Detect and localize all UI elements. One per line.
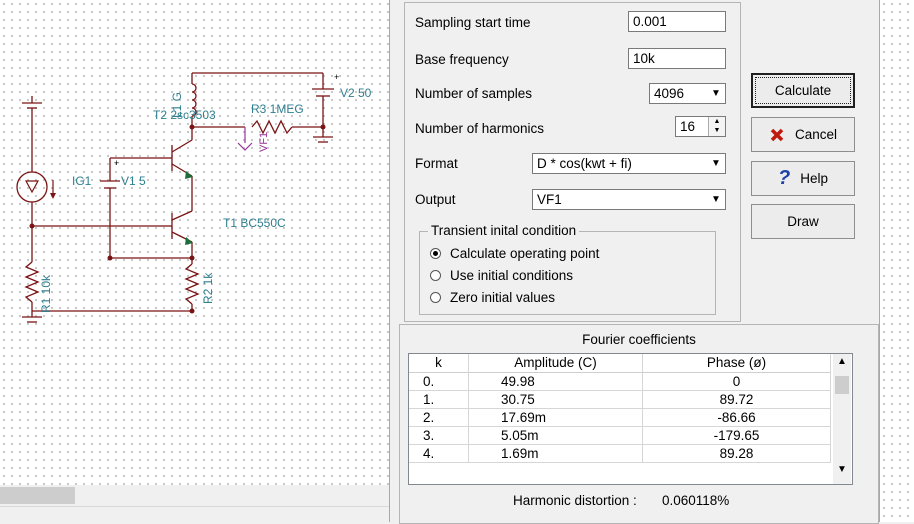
table-vertical-scrollbar[interactable]: ▲ ▼ (833, 354, 851, 484)
output-label: Output (415, 192, 456, 207)
cell-phase: -86.66 (643, 409, 831, 427)
spinner-arrows-icon[interactable]: ▲▼ (708, 117, 725, 136)
chevron-down-icon[interactable]: ▼ (837, 464, 847, 475)
parameters-panel: Sampling start time 0.001 Base frequency… (404, 2, 741, 322)
base-frequency-input[interactable]: 10k (628, 48, 726, 69)
r3-label: R3 1MEG (251, 102, 304, 116)
radio-unchecked-icon[interactable] (430, 292, 441, 303)
fourier-dialog: Sampling start time 0.001 Base frequency… (389, 0, 880, 524)
cell-amplitude: 1.69m (469, 445, 643, 463)
number-of-harmonics-value: 16 (680, 119, 696, 134)
output-value: VF1 (537, 192, 562, 207)
cell-k: 3. (409, 427, 469, 445)
cell-k: 2. (409, 409, 469, 427)
radio-label: Calculate operating point (450, 246, 600, 261)
t1-label: T1 BC550C (223, 216, 286, 230)
vf1-label: VF1 (258, 132, 270, 152)
column-header-phase[interactable]: Phase (ø) (643, 354, 831, 373)
radio-unchecked-icon[interactable] (430, 270, 441, 281)
sampling-start-time-label: Sampling start time (415, 15, 531, 30)
table-row[interactable]: 3. 5.05m -179.65 (409, 427, 831, 445)
radio-checked-icon[interactable] (430, 248, 441, 259)
cell-k: 0. (409, 373, 469, 391)
cell-amplitude: 49.98 (469, 373, 643, 391)
help-label: Help (800, 171, 828, 186)
table-body: 0. 49.98 0 1. 30.75 89.72 2. 17.69m -86.… (409, 373, 831, 463)
svg-text:+: + (114, 158, 119, 168)
number-of-harmonics-label: Number of harmonics (415, 121, 545, 136)
chevron-down-icon[interactable]: ▼ (707, 154, 725, 173)
draw-button[interactable]: Draw (751, 204, 855, 239)
harmonic-distortion-value: 0.060118% (662, 493, 730, 508)
chevron-down-icon[interactable]: ▼ (707, 84, 725, 103)
t2-label: T2 2sc3503 (153, 108, 216, 122)
column-header-amplitude[interactable]: Amplitude (C) (469, 354, 643, 373)
radio-label: Use initial conditions (450, 268, 574, 283)
cell-amplitude: 30.75 (469, 391, 643, 409)
radio-zero-initial-values[interactable]: Zero initial values (430, 290, 555, 305)
cell-phase: -179.65 (643, 427, 831, 445)
transient-condition-title: Transient inital condition (428, 223, 580, 238)
status-strip (0, 506, 390, 523)
table-header: k Amplitude (C) Phase (ø) (409, 354, 831, 373)
base-frequency-label: Base frequency (415, 52, 509, 67)
chevron-up-icon[interactable]: ▲ (837, 356, 847, 367)
r1-label: R1 10k (39, 274, 53, 313)
radio-calculate-operating-point[interactable]: Calculate operating point (430, 246, 599, 261)
ig1-label: IG1 (72, 174, 92, 188)
number-of-samples-label: Number of samples (415, 86, 533, 101)
number-of-samples-select[interactable]: 4096 ▼ (649, 83, 726, 104)
chevron-down-icon[interactable]: ▼ (707, 190, 725, 209)
cancel-x-icon (769, 127, 785, 143)
calculate-label: Calculate (774, 83, 832, 98)
radio-label: Zero initial values (450, 290, 556, 305)
horizontal-scrollbar[interactable] (0, 485, 390, 506)
v2-label: V2 50 (340, 86, 372, 100)
transient-condition-group: Transient inital condition Calculate ope… (419, 223, 716, 315)
cell-k: 1. (409, 391, 469, 409)
format-select[interactable]: D * cos(kwt + fi) ▼ (532, 153, 726, 174)
cell-amplitude: 17.69m (469, 409, 643, 427)
format-label: Format (415, 156, 458, 171)
help-question-icon: ? (778, 167, 791, 189)
format-value: D * cos(kwt + fi) (537, 156, 632, 171)
cell-k: 4. (409, 445, 469, 463)
v1-label: V1 5 (121, 174, 146, 188)
cell-phase: 89.72 (643, 391, 831, 409)
number-of-harmonics-spinner[interactable]: 16 ▲▼ (675, 116, 726, 137)
column-header-k[interactable]: k (409, 354, 469, 373)
help-button[interactable]: ? Help (751, 161, 855, 196)
r2-label: R2 1k (201, 272, 215, 304)
cancel-label: Cancel (794, 127, 838, 142)
coefficients-table[interactable]: k Amplitude (C) Phase (ø) 0. 49.98 0 1. … (408, 353, 853, 485)
calculate-button[interactable]: Calculate (751, 73, 855, 108)
table-row[interactable]: 1. 30.75 89.72 (409, 391, 831, 409)
cell-phase: 89.28 (643, 445, 831, 463)
svg-text:+: + (334, 72, 339, 82)
table-row[interactable]: 4. 1.69m 89.28 (409, 445, 831, 463)
fourier-coefficients-panel: Fourier coefficients k Amplitude (C) Pha… (399, 324, 879, 524)
circuit-schematic[interactable]: + + T2 2sc3503 L1 G R3 1MEG V2 50 IG1 V1… (0, 0, 390, 485)
draw-label: Draw (787, 214, 819, 229)
radio-use-initial-conditions[interactable]: Use initial conditions (430, 268, 573, 283)
table-row[interactable]: 2. 17.69m -86.66 (409, 409, 831, 427)
number-of-samples-value: 4096 (654, 86, 685, 101)
harmonic-distortion-label: Harmonic distortion : (513, 493, 637, 508)
scrollbar-thumb[interactable] (835, 376, 849, 394)
fourier-title: Fourier coefficients (582, 332, 696, 347)
scrollbar-thumb[interactable] (0, 487, 75, 504)
cancel-button[interactable]: Cancel (751, 117, 855, 152)
table-row[interactable]: 0. 49.98 0 (409, 373, 831, 391)
cell-amplitude: 5.05m (469, 427, 643, 445)
cell-phase: 0 (643, 373, 831, 391)
sampling-start-time-input[interactable]: 0.001 (628, 11, 726, 32)
l1-label: L1 G (170, 92, 184, 118)
output-select[interactable]: VF1 ▼ (532, 189, 726, 210)
